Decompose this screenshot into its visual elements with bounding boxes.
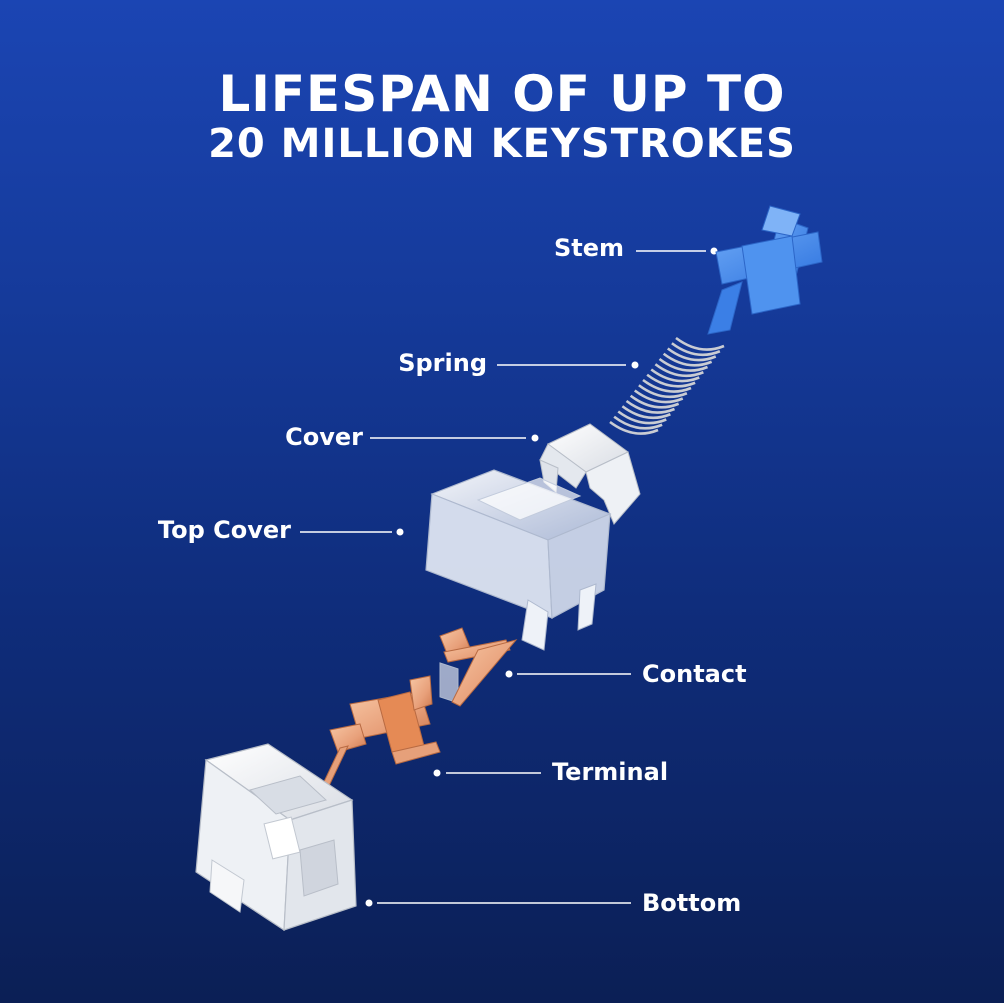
stem-part (707, 205, 823, 335)
leader-lines (300, 247, 718, 907)
label-terminal: Terminal (552, 758, 669, 786)
spring-leader-dot (631, 361, 639, 369)
cover-leader-dot (531, 434, 539, 442)
terminal-part (321, 675, 441, 789)
contact-leader-dot (505, 670, 513, 678)
label-bottom: Bottom (642, 889, 742, 917)
top-cover-leader-dot (396, 528, 404, 536)
label-contact: Contact (642, 660, 747, 688)
label-stem: Stem (553, 234, 624, 262)
label-spring: Spring (398, 349, 487, 377)
bottom-part (195, 743, 357, 932)
top-cover-part (425, 469, 612, 704)
page-title-line-2: 20 MILLION KEYSTROKES (208, 121, 796, 167)
label-cover: Cover (285, 423, 363, 451)
page-title-line-1: LIFESPAN OF UP TO (218, 65, 786, 123)
spring-part (609, 336, 725, 435)
label-top-cover: Top Cover (157, 516, 291, 544)
terminal-leader-dot (433, 769, 441, 777)
contact-part (439, 627, 518, 707)
bottom-leader-dot (365, 899, 373, 907)
